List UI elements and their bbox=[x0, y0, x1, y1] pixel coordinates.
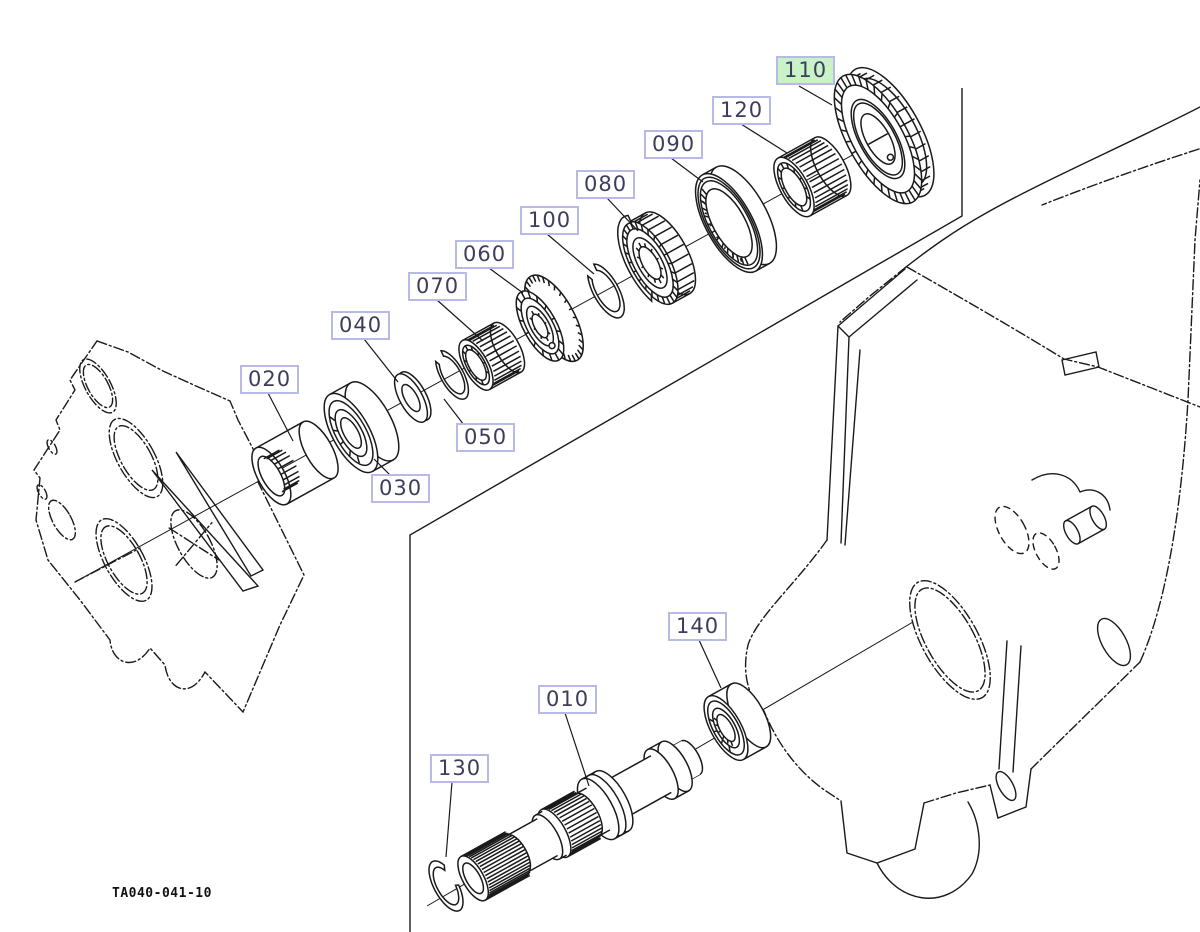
left-housing-cover bbox=[33, 340, 305, 714]
part-label-040[interactable]: 040 bbox=[331, 311, 391, 340]
part-110-gear bbox=[833, 66, 935, 205]
case-tongue bbox=[876, 801, 980, 899]
part-label-130[interactable]: 130 bbox=[430, 754, 490, 783]
part-080-synchro-hub bbox=[617, 211, 697, 306]
case-neck bbox=[826, 268, 918, 546]
shift-key-spring bbox=[617, 214, 653, 303]
part-label-050[interactable]: 050 bbox=[456, 423, 516, 452]
part-100-snap-ring bbox=[586, 263, 626, 319]
upper-axis-centerline bbox=[74, 129, 899, 583]
case-left-bulge bbox=[744, 539, 842, 802]
part-label-020[interactable]: 020 bbox=[240, 365, 300, 394]
part-120-needle-bearing bbox=[773, 136, 852, 218]
case-bore bbox=[909, 580, 991, 700]
part-050-snap-ring bbox=[434, 349, 470, 400]
cover-outline bbox=[33, 340, 305, 714]
part-010-shaft bbox=[457, 739, 704, 902]
case-right-edge bbox=[1139, 179, 1200, 663]
label-leader-lines bbox=[267, 85, 833, 858]
part-090-coupling-sleeve bbox=[694, 165, 778, 274]
part-label-080[interactable]: 080 bbox=[576, 170, 636, 199]
part-070-needle-bearing bbox=[458, 321, 526, 391]
part-040-washer bbox=[393, 371, 432, 423]
case-stud-boss bbox=[1062, 505, 1108, 545]
part-020-collar bbox=[251, 420, 339, 506]
case-ribs bbox=[998, 640, 1022, 773]
part-label-070[interactable]: 070 bbox=[408, 272, 468, 301]
view-frame-line bbox=[409, 88, 963, 932]
part-130-snap-ring bbox=[428, 860, 464, 912]
part-030-ball-bearing bbox=[323, 381, 400, 474]
case-top-edge bbox=[905, 106, 1200, 268]
part-label-060[interactable]: 060 bbox=[455, 240, 515, 269]
case-feet bbox=[840, 768, 1032, 864]
part-140-ball-bearing bbox=[703, 682, 772, 762]
cover-ribs bbox=[151, 451, 265, 592]
part-label-120[interactable]: 120 bbox=[712, 96, 772, 125]
part-label-030[interactable]: 030 bbox=[371, 474, 431, 503]
part-label-010[interactable]: 010 bbox=[538, 685, 598, 714]
part-060-gear bbox=[515, 274, 584, 363]
part-label-110-highlighted[interactable]: 110 bbox=[776, 56, 836, 85]
transmission-case bbox=[744, 106, 1200, 899]
part-label-140[interactable]: 140 bbox=[668, 612, 728, 641]
part-label-100[interactable]: 100 bbox=[520, 206, 580, 235]
part-label-090[interactable]: 090 bbox=[644, 130, 704, 159]
figure-code: TA040-041-10 bbox=[112, 886, 212, 901]
